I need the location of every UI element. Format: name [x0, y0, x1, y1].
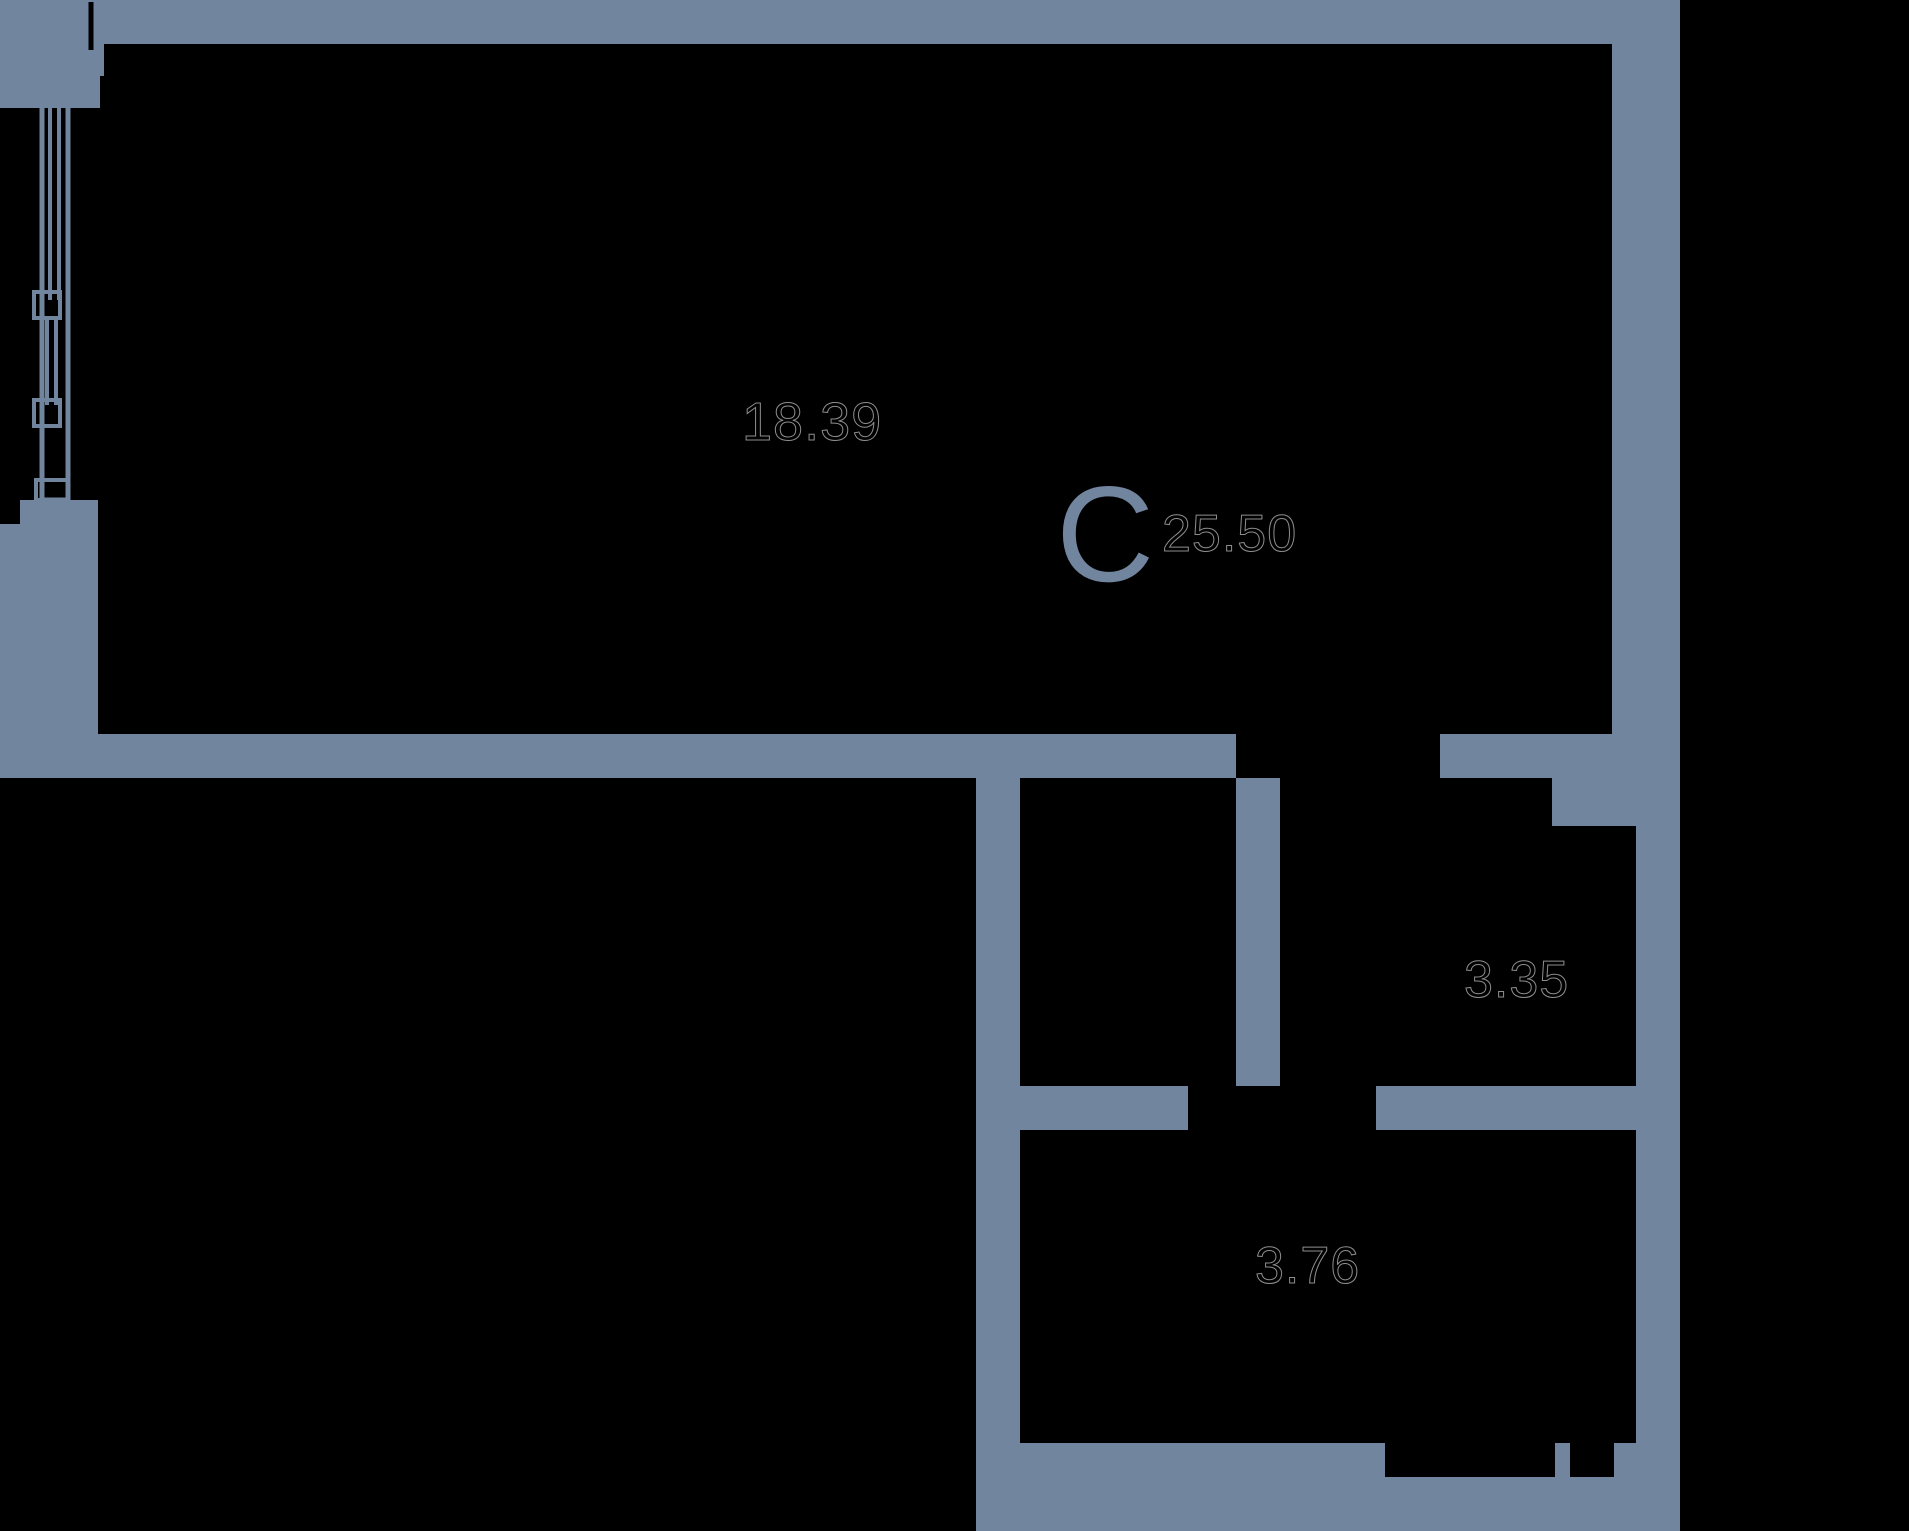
room-hall-interior-right — [1280, 826, 1636, 1086]
wall-corridor-right — [1236, 734, 1280, 1086]
opening-group — [1188, 734, 1552, 1130]
wall-left-jamb — [20, 500, 98, 530]
wall-right-step — [1552, 778, 1680, 826]
wall-main-room-right-inner — [1612, 44, 1636, 744]
wall-main-bottom-left — [96, 734, 1236, 778]
balcony-window-assembly — [32, 77, 71, 503]
studio-letter-badge: C — [1056, 458, 1155, 610]
area-label-bathroom: 3.76 — [1254, 1237, 1361, 1295]
exterior-void-left — [0, 778, 976, 1531]
exterior-void-right — [1680, 0, 1909, 1531]
wall-group — [0, 0, 1680, 1531]
window-head-cap — [34, 78, 70, 102]
room-hall-interior — [1020, 778, 1236, 1086]
toilet-fixture — [1570, 1435, 1614, 1477]
wall-bathroom-bottom — [976, 1443, 1680, 1531]
notch-right-step — [1440, 778, 1552, 826]
wall-left-lower-block — [0, 524, 98, 778]
area-label-hallway: 3.35 — [1463, 951, 1570, 1009]
wall-main-bottom-right — [1440, 734, 1680, 778]
wall-hall-right-upper — [1636, 826, 1680, 1086]
wall-corridor-left — [976, 734, 1020, 1531]
bathtub-fixture — [1385, 1435, 1555, 1477]
wall-top-left-stub — [0, 0, 100, 108]
opening-corridor-to-bathroom — [1188, 1086, 1376, 1130]
area-label-living-room: 18.39 — [741, 392, 883, 452]
wall-hall-bath-divider-right — [1376, 1086, 1680, 1130]
void-window-right-strip — [72, 108, 106, 500]
window-sill-cap — [34, 478, 70, 502]
wall-right-main — [1636, 0, 1680, 760]
room-bathroom-interior — [1020, 1130, 1636, 1443]
window-bottom-connector — [32, 398, 62, 428]
exterior-void-topleft — [0, 108, 30, 500]
total-area-label: 25.50 — [1161, 505, 1298, 563]
window-mid-connector — [32, 290, 62, 320]
wall-right-top-return — [1208, 0, 1680, 44]
wall-hall-bath-divider-left — [1020, 1086, 1188, 1130]
wall-main-left-interior — [96, 44, 106, 64]
room-main-interior — [104, 44, 1612, 734]
opening-main-to-corridor — [1236, 734, 1440, 778]
bathroom-fixture-group — [1385, 1435, 1614, 1477]
